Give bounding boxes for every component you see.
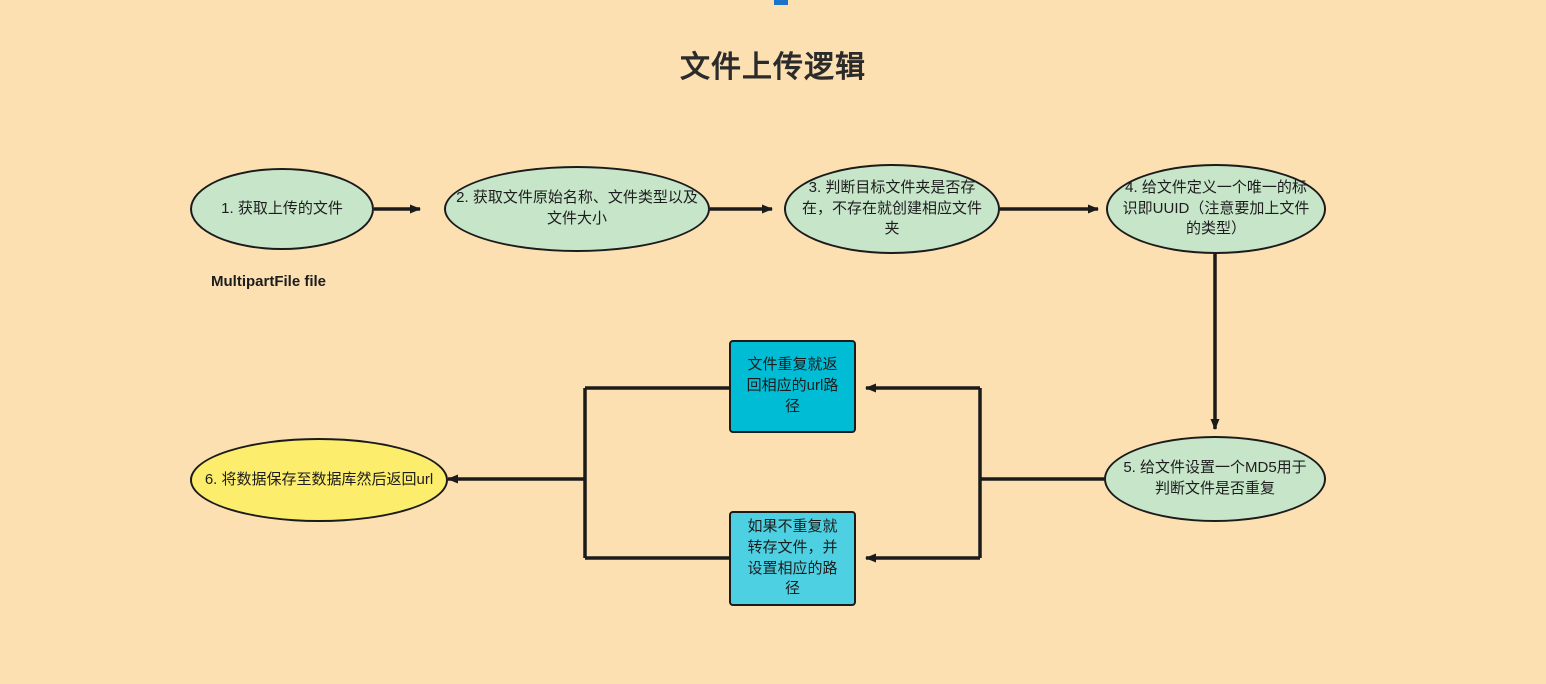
node-step5-label: 5. 给文件设置一个MD5用于判断文件是否重复 bbox=[1123, 459, 1307, 497]
edge-branches-step6 bbox=[447, 386, 729, 560]
node-step4[interactable]: 4. 给文件定义一个唯一的标识即UUID（注意要加上文件的类型） bbox=[1106, 164, 1326, 254]
node-branch-duplicate[interactable]: 文件重复就返回相应的url路径 bbox=[729, 340, 856, 433]
node-branch-not-duplicate[interactable]: 如果不重复就转存文件，并设置相应的路径 bbox=[729, 511, 856, 606]
node-branch-duplicate-label: 文件重复就返回相应的url路径 bbox=[746, 356, 839, 415]
node-step2[interactable]: 2. 获取文件原始名称、文件类型以及文件大小 bbox=[444, 166, 710, 252]
cropped-top-fragment bbox=[774, 0, 788, 5]
node-step6[interactable]: 6. 将数据保存至数据库然后返回url bbox=[190, 438, 448, 522]
page-title: 文件上传逻辑 bbox=[680, 51, 866, 84]
node-step4-label: 4. 给文件定义一个唯一的标识即UUID（注意要加上文件的类型） bbox=[1122, 178, 1310, 238]
node-step3-label: 3. 判断目标文件夹是否存在，不存在就创建相应文件夹 bbox=[801, 178, 982, 238]
node-step2-label: 2. 获取文件原始名称、文件类型以及文件大小 bbox=[456, 189, 698, 227]
edge-step5-branches bbox=[865, 383, 1104, 563]
node-step6-label: 6. 将数据保存至数据库然后返回url bbox=[204, 470, 434, 488]
node-step3[interactable]: 3. 判断目标文件夹是否存在，不存在就创建相应文件夹 bbox=[784, 164, 1000, 254]
node-branch-not-duplicate-label: 如果不重复就转存文件，并设置相应的路径 bbox=[747, 518, 838, 598]
node-step1-label: 1. 获取上传的文件 bbox=[221, 199, 343, 217]
node-step1[interactable]: 1. 获取上传的文件 bbox=[190, 168, 374, 250]
multipart-file-label: MultipartFile file bbox=[211, 273, 327, 290]
node-step5[interactable]: 5. 给文件设置一个MD5用于判断文件是否重复 bbox=[1104, 436, 1326, 522]
